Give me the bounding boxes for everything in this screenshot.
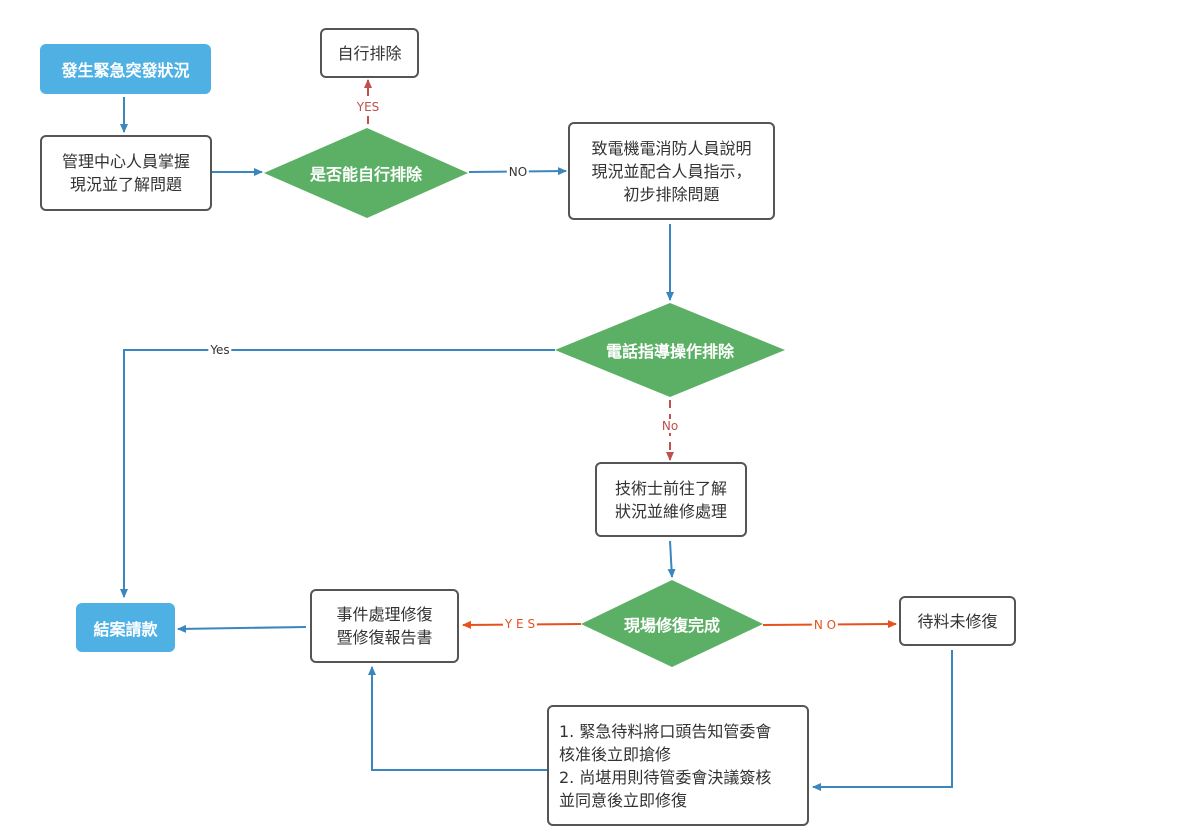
edge-label-no-self: NO	[506, 165, 530, 179]
label-phone-guide: 電話指導操作排除	[605, 342, 734, 361]
node-technician: 技術士前往了解 狀況並維修處理	[595, 462, 747, 537]
edge-pending-to-notes	[812, 650, 953, 791]
edge-report-to-close	[177, 624, 307, 633]
edge-technician-to-site	[667, 540, 676, 578]
edge-notes-to-report	[368, 666, 547, 771]
node-close: 結案請款	[76, 603, 175, 652]
edge-label-yes-self: YES	[354, 100, 382, 114]
edge-phone-yes-to-close	[120, 349, 555, 598]
node-contact: 致電機電消防人員說明 現況並配合人員指示， 初步排除問題	[568, 122, 775, 220]
edge-label-no-site: N O	[811, 618, 839, 632]
edge-label-no-phone: No	[659, 419, 681, 433]
node-pending: 待料未修復	[899, 596, 1016, 646]
diamond-self-fix-question	[264, 128, 468, 218]
edge-label-yes-phone: Yes	[208, 343, 232, 357]
diamond-site-repair	[581, 580, 763, 667]
label-self-fix-question: 是否能自行排除	[309, 165, 422, 184]
edge-label-yes-site: Y E S	[502, 617, 538, 631]
label-site-repair: 現場修復完成	[623, 616, 720, 635]
node-grasp: 管理中心人員掌握 現況並了解問題	[40, 135, 212, 211]
node-notes: 1. 緊急待料將口頭告知管委會 核准後立即搶修 2. 尚堪用則待管委會決議簽核 …	[547, 705, 809, 826]
node-report: 事件處理修復 暨修復報告書	[310, 589, 459, 663]
node-start: 發生緊急突發狀況	[40, 44, 211, 94]
node-self-fix: 自行排除	[320, 28, 419, 78]
diamond-phone-guide	[555, 303, 785, 397]
